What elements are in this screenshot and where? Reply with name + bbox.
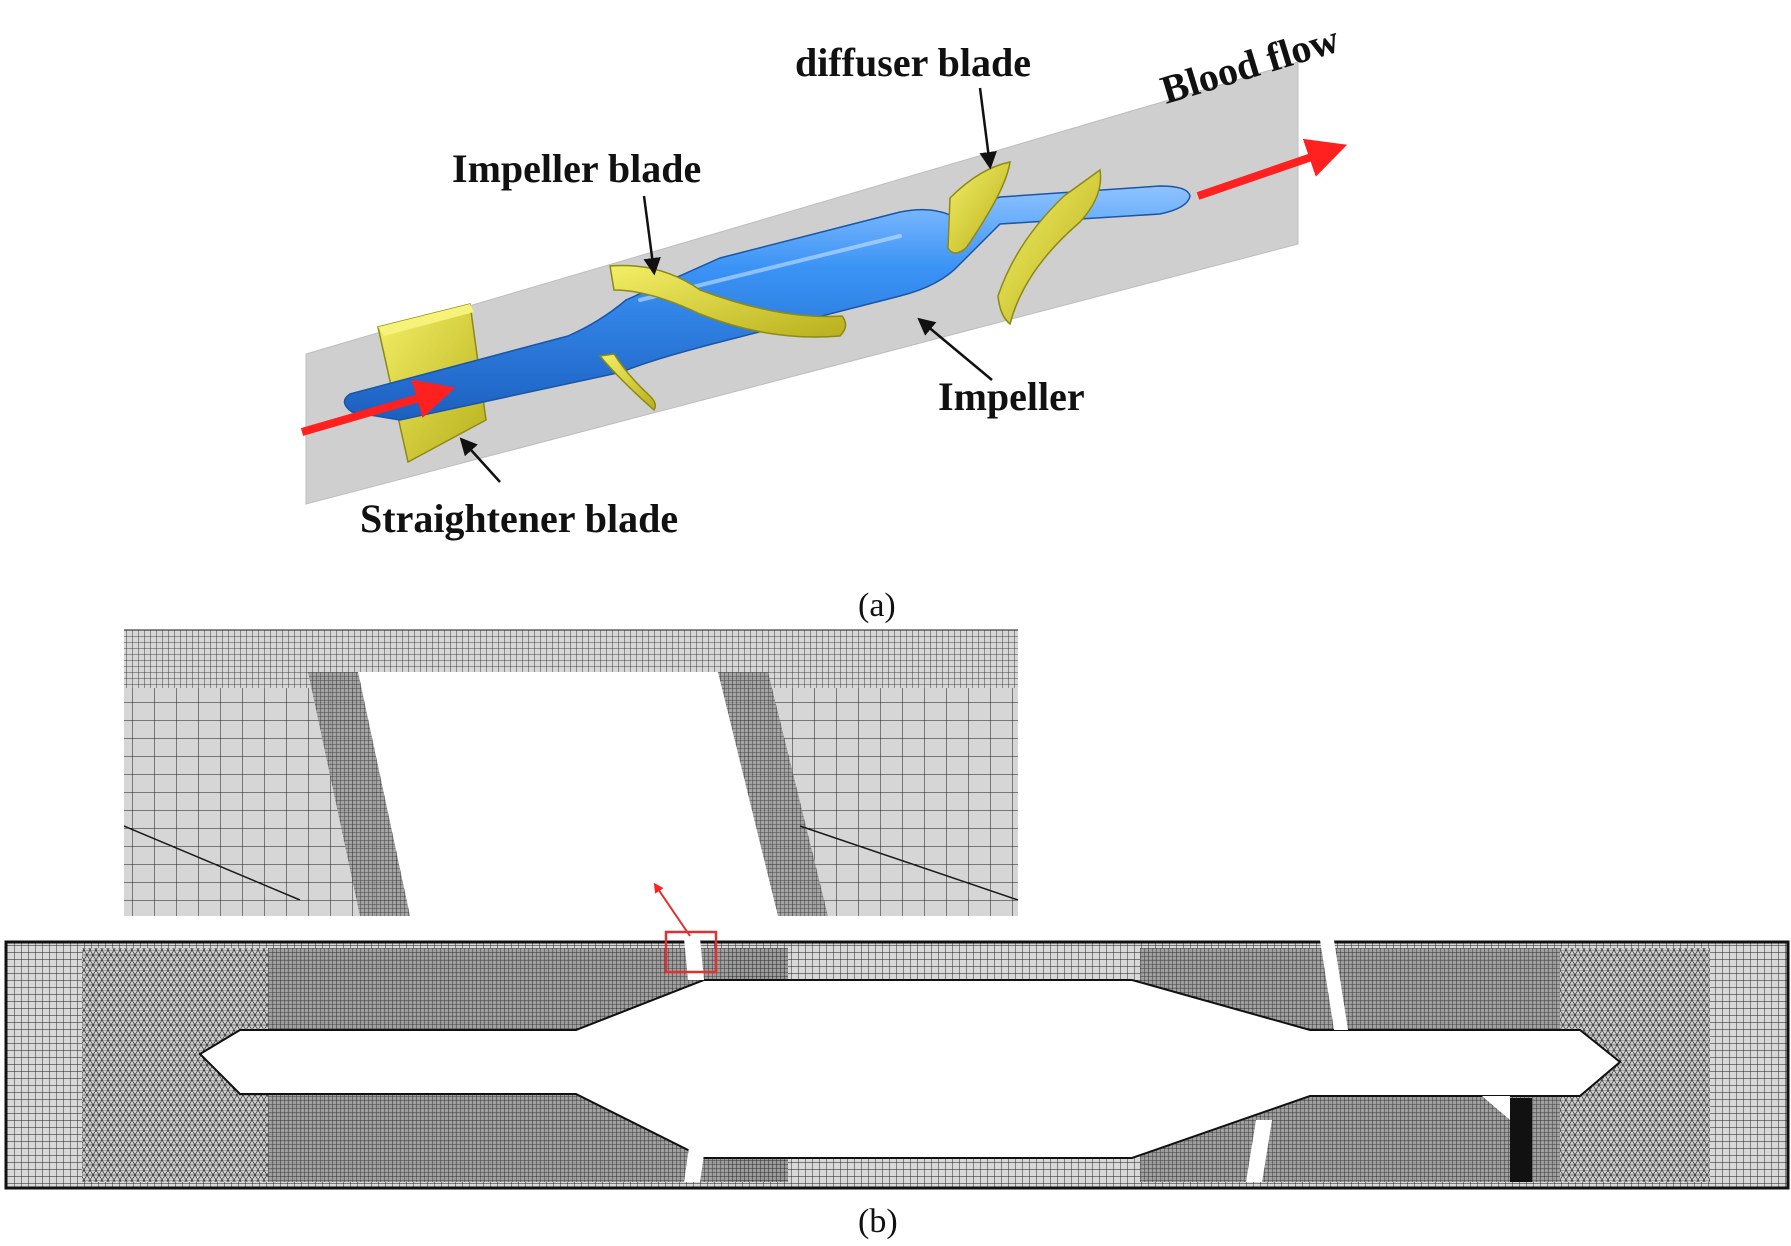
inflow-arrow (300, 379, 456, 436)
mesh-hub-cutout (198, 979, 1622, 1159)
impeller-blade-shape (598, 264, 847, 412)
mesh-detail-inset (123, 629, 1019, 916)
diffuser-blade-shape (947, 161, 1102, 326)
impeller-leader (917, 317, 993, 381)
mesh-blade-gap-1 (684, 938, 704, 980)
mesh-blade-gap-4 (1246, 1120, 1272, 1182)
impeller-blade-label: Impeller blade (452, 146, 701, 191)
panel-b-caption: (b) (858, 1203, 898, 1240)
diffuser-blade-label: diffuser blade (795, 40, 1031, 85)
mesh-blade-gap-3 (1320, 940, 1348, 1030)
detail-blade-gap (358, 672, 778, 916)
detail-box (664, 930, 718, 974)
panel-b: (b) (4, 629, 1790, 1240)
outflow-arrow (1196, 138, 1348, 200)
detail-pointer-arrow (653, 882, 691, 937)
mesh-blade-gap-2 (684, 1140, 706, 1182)
panel-a-caption: (a) (858, 587, 896, 624)
diffuser-blade-leader (978, 87, 997, 170)
straightener-blade-leader (459, 437, 501, 483)
impeller-label: Impeller (938, 374, 1085, 419)
impeller-blade-leader (642, 195, 661, 276)
straightener-blade-label: Straightener blade (360, 496, 678, 541)
mesh-domain (4, 938, 1790, 1190)
panel-a: Blood flow diffuser blade Impeller blade… (300, 16, 1348, 624)
